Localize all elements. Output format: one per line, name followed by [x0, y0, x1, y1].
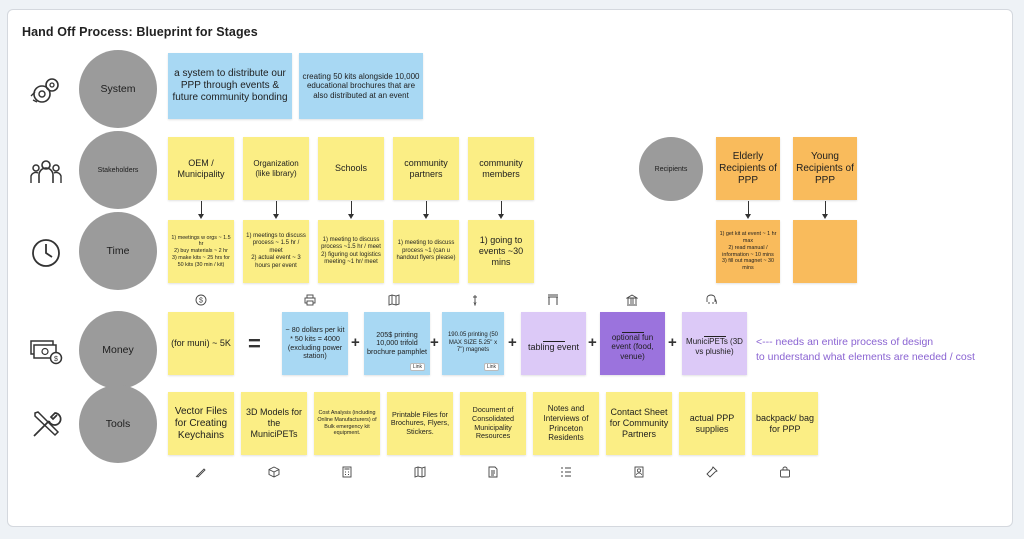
tool-note[interactable]: Contact Sheet for Community Partners — [606, 392, 672, 455]
calculator-icon — [342, 466, 352, 478]
doc-icon — [488, 466, 498, 478]
blank-line — [621, 326, 644, 333]
plus-sign: + — [588, 334, 597, 351]
elephant-icon — [706, 294, 717, 305]
map-icon — [414, 466, 426, 478]
money-note-text: optional fun event (food, venue) — [611, 332, 654, 361]
building-icon — [626, 294, 638, 306]
time-note[interactable]: 1) meetings to discuss process ~ 1.5 hr … — [243, 220, 309, 283]
money-note[interactable]: MuniciPETs (3D vs plushie) — [682, 312, 747, 375]
recipients-circle: Recipients — [639, 137, 703, 201]
svg-text:$: $ — [199, 298, 203, 305]
map-icon — [388, 294, 400, 306]
stakeholder-note[interactable]: community partners — [393, 137, 459, 200]
bag-icon — [780, 466, 790, 478]
arrow-down — [745, 201, 751, 219]
annotation: <--- needs an entire process of design t… — [756, 335, 975, 365]
board-title: Hand Off Process: Blueprint for Stages — [22, 25, 258, 39]
recipient-time-note[interactable]: 1) get kit at event ~ 1 hr max 2) read m… — [716, 220, 780, 283]
time-note[interactable]: 1) going to events ~30 mins — [468, 220, 534, 283]
link-badge[interactable]: Link — [409, 363, 425, 371]
system-note[interactable]: creating 50 kits alongside 10,000 educat… — [299, 53, 423, 119]
printer-icon — [304, 294, 316, 306]
clock-icon — [32, 239, 60, 267]
stakeholder-note[interactable]: community members — [468, 137, 534, 200]
plus-sign: + — [351, 334, 360, 351]
plus-sign: + — [668, 334, 677, 351]
recipient-note[interactable]: Elderly Recipients of PPP — [716, 137, 780, 200]
row-label-stakeholders: Stakeholders — [79, 131, 157, 209]
arrow-down — [498, 201, 504, 219]
system-note[interactable]: a system to distribute our PPP through e… — [168, 53, 292, 119]
recipient-note[interactable]: Young Recipients of PPP — [793, 137, 857, 200]
flashlight-icon — [706, 466, 718, 478]
svg-text:$: $ — [54, 356, 58, 363]
money-note-text: MuniciPETs (3D vs plushie) — [686, 337, 743, 356]
annotation-line: <--- needs an entire process of design — [756, 336, 934, 348]
arrow-down — [348, 201, 354, 219]
tool-note[interactable]: Document of Consolidated Municipality Re… — [460, 392, 526, 455]
arrow-down — [273, 201, 279, 219]
tool-note[interactable]: Cost Analysis (including Online Manufact… — [314, 392, 380, 455]
plus-sign: + — [508, 334, 517, 351]
money-note[interactable]: ~ 80 dollars per kit * 50 kits = 4000 (e… — [282, 312, 348, 375]
money-note[interactable]: 190.05 printing (50 MAX SIZE 5.25" x 7")… — [442, 312, 504, 375]
annotation-line: to understand what elements are needed /… — [756, 351, 975, 364]
money-note[interactable]: tabling event — [521, 312, 586, 375]
money-note[interactable]: 205$ printing 10,000 trifold brochure pa… — [364, 312, 430, 375]
equals-sign: = — [248, 331, 261, 356]
money-note-text: 190.05 printing (50 MAX SIZE 5.25" x 7")… — [447, 332, 499, 354]
people-icon — [30, 160, 62, 183]
list-icon — [561, 467, 571, 477]
tool-note[interactable]: Printable Files for Brochures, Flyers, S… — [387, 392, 453, 455]
stakeholder-note[interactable]: OEM / Municipality — [168, 137, 234, 200]
pencil-icon — [195, 468, 206, 478]
row-label-money: Money — [79, 311, 157, 389]
arrow-down — [423, 201, 429, 219]
contact-sheet-icon — [634, 466, 644, 478]
tool-note[interactable]: Vector Files for Creating Keychains — [168, 392, 234, 455]
link-badge[interactable]: Link — [483, 362, 499, 371]
recipient-time-note[interactable] — [793, 220, 857, 283]
dollar-icon: $ — [195, 294, 207, 306]
blank-line — [703, 330, 726, 338]
money-note-text: tabling event — [527, 341, 580, 352]
tent-icon — [548, 294, 558, 305]
stakeholder-note[interactable]: Organization (like library) — [243, 137, 309, 200]
cube-icon — [268, 466, 280, 478]
money-icon: $ — [30, 340, 63, 365]
plus-sign: + — [430, 334, 439, 351]
blank-line — [542, 335, 565, 342]
gears-icon — [30, 78, 59, 103]
money-note-text: 205$ printing 10,000 trifold brochure pa… — [367, 329, 427, 356]
tool-note[interactable]: Notes and Interviews of Princeton Reside… — [533, 392, 599, 455]
arrow-down — [822, 201, 828, 219]
time-note[interactable]: 1) meeting to discuss process ~1 (can u … — [393, 220, 459, 283]
tool-note[interactable]: backpack/ bag for PPP — [752, 392, 818, 455]
stakeholder-note[interactable]: Schools — [318, 137, 384, 200]
arrow-down — [198, 201, 204, 219]
time-note[interactable]: 1) meetings w orgs ~ 1.5 hr 2) buy mater… — [168, 220, 234, 283]
tool-note[interactable]: 3D Models for the MuniciPETs — [241, 392, 307, 455]
row-label-tools: Tools — [79, 385, 157, 463]
money-note[interactable]: optional fun event (food, venue) — [600, 312, 665, 375]
pencil-icon — [473, 295, 477, 306]
tools-icon — [33, 411, 62, 437]
time-note[interactable]: 1) meeting to discuss process ~1.5 hr / … — [318, 220, 384, 283]
row-label-time: Time — [79, 212, 157, 290]
tool-note[interactable]: actual PPP supplies — [679, 392, 745, 455]
money-muni-note[interactable]: (for muni) ~ 5K — [168, 312, 234, 375]
row-label-system: System — [79, 50, 157, 128]
